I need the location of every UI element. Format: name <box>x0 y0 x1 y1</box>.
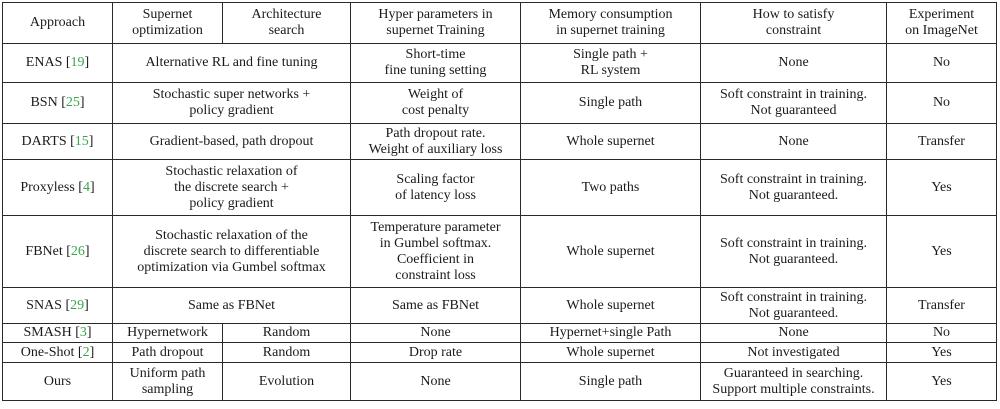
constraint-cell: None <box>700 323 887 343</box>
citation-link[interactable]: 3 <box>79 325 87 340</box>
citation-link[interactable]: 19 <box>70 55 85 70</box>
header-approach: Approach <box>2 2 113 44</box>
citation-link[interactable]: 29 <box>70 297 85 313</box>
approach-cell: SNAS [29] <box>2 287 113 324</box>
approach-cell: SMASH [3] <box>2 323 113 343</box>
memory-consumption-cell: Whole supernet <box>520 342 701 363</box>
memory-consumption-cell: Single path <box>520 82 701 124</box>
constraint-cell: Soft constraint in training.Not guarante… <box>700 287 887 324</box>
approach-cell: ENAS [19] <box>2 43 113 83</box>
citation-link[interactable]: 25 <box>65 95 80 110</box>
constraint-cell: Not investigated <box>700 342 887 363</box>
architecture-search-cell: Random <box>222 342 351 363</box>
method-cell: Stochastic super networks +policy gradie… <box>112 82 351 124</box>
approach-cell: Ours <box>2 362 113 401</box>
hyper-parameters-cell: Same as FBNet <box>350 287 521 324</box>
imagenet-experiment-cell: No <box>886 82 997 124</box>
imagenet-experiment-cell: Transfer <box>886 287 997 324</box>
approach-cell: BSN [25] <box>2 82 113 124</box>
memory-consumption-cell: Whole supernet <box>520 287 701 324</box>
imagenet-experiment-cell: Transfer <box>886 123 997 160</box>
imagenet-experiment-cell: Yes <box>886 362 997 401</box>
approach-cell: One-Shot [2] <box>2 342 113 363</box>
supernet-optimization-cell: Hypernetwork <box>112 323 223 343</box>
approach-name: One-Shot <box>20 344 75 360</box>
constraint-cell: Soft constraint in training.Not guarante… <box>700 82 887 124</box>
approach-name: Ours <box>43 373 72 389</box>
imagenet-experiment-cell: Yes <box>886 159 997 216</box>
memory-consumption-cell: Hypernet+single Path <box>520 323 701 343</box>
hyper-parameters-cell: Path dropout rate.Weight of auxiliary lo… <box>350 123 521 160</box>
approach-name: SMASH <box>23 325 72 340</box>
citation-link[interactable]: 4 <box>82 179 90 195</box>
approach-cell: FBNet [26] <box>2 215 113 288</box>
memory-consumption-cell: Two paths <box>520 159 701 216</box>
approach-name: Proxyless <box>20 179 75 195</box>
imagenet-experiment-cell: No <box>886 323 997 343</box>
method-cell: Same as FBNet <box>112 287 351 324</box>
memory-consumption-cell: Single path <box>520 362 701 401</box>
architecture-search-cell: Evolution <box>222 362 351 401</box>
approach-cell: DARTS [15] <box>2 123 113 160</box>
method-cell: Alternative RL and fine tuning <box>112 43 351 83</box>
approach-name: SNAS <box>26 297 62 313</box>
imagenet-experiment-cell: No <box>886 43 997 83</box>
approach-cell: Proxyless [4] <box>2 159 113 216</box>
memory-consumption-cell: Whole supernet <box>520 215 701 288</box>
supernet-optimization-cell: Path dropout <box>112 342 223 363</box>
hyper-parameters-cell: None <box>350 323 521 343</box>
constraint-cell: Soft constraint in training.Not guarante… <box>700 215 887 288</box>
citation-link[interactable]: 15 <box>74 133 89 149</box>
approach-name: BSN <box>30 95 58 110</box>
architecture-search-cell: Random <box>222 323 351 343</box>
memory-consumption-cell: Whole supernet <box>520 123 701 160</box>
table-row: BSN [25]Stochastic super networks +polic… <box>2 82 997 124</box>
approach-name: FBNet <box>25 243 63 259</box>
constraint-cell: None <box>700 43 887 83</box>
hyper-parameters-cell: None <box>350 362 521 401</box>
citation-link[interactable]: 26 <box>70 243 85 259</box>
approach-name: ENAS <box>25 55 63 70</box>
imagenet-experiment-cell: Yes <box>886 215 997 288</box>
constraint-cell: Guaranteed in searching.Support multiple… <box>700 362 887 401</box>
constraint-cell: None <box>700 123 887 160</box>
citation-link[interactable]: 2 <box>82 344 90 360</box>
approach-name: DARTS <box>21 133 67 149</box>
method-cell: Gradient-based, path dropout <box>112 123 351 160</box>
constraint-cell: Soft constraint in training.Not guarante… <box>700 159 887 216</box>
hyper-parameters-cell: Drop rate <box>350 342 521 363</box>
imagenet-experiment-cell: Yes <box>886 342 997 363</box>
memory-consumption-cell: Single path +RL system <box>520 43 701 83</box>
